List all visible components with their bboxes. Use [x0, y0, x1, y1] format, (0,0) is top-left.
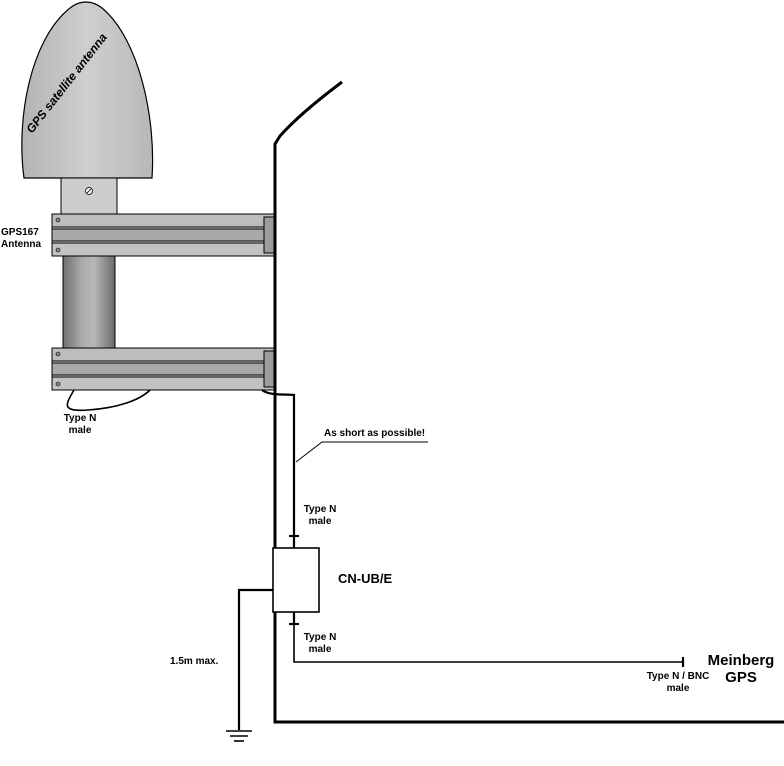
receiver-label: Meinberg GPS — [707, 652, 775, 687]
upper-mounting-clamp — [51, 213, 277, 257]
antenna-neck — [60, 177, 118, 216]
short-cable-note: As short as possible! — [324, 428, 426, 439]
antenna-connector-label: Type N male — [63, 413, 97, 436]
surge-protector-label: CN-UB/E — [338, 571, 393, 586]
surge-output-connector-label: Type N male — [303, 632, 337, 655]
mounting-mast — [273, 80, 784, 724]
cable-antenna-to-surge — [261, 389, 296, 536]
antenna-cable — [66, 389, 151, 412]
receiver-connector-label: Type N / BNC male — [646, 671, 710, 694]
ground-wire — [237, 588, 273, 730]
cable-surge-to-receiver — [293, 624, 683, 663]
antenna-model-label: GPS167 Antenna — [1, 227, 41, 250]
note-leader-line — [295, 441, 428, 463]
surge-protector-box — [272, 547, 320, 613]
surge-input-connector-label: Type N male — [303, 504, 337, 527]
lower-mounting-clamp — [51, 347, 277, 391]
ground-icon — [226, 730, 252, 742]
antenna-dome — [21, 1, 154, 179]
ground-length-label: 1.5m max. — [170, 656, 219, 667]
